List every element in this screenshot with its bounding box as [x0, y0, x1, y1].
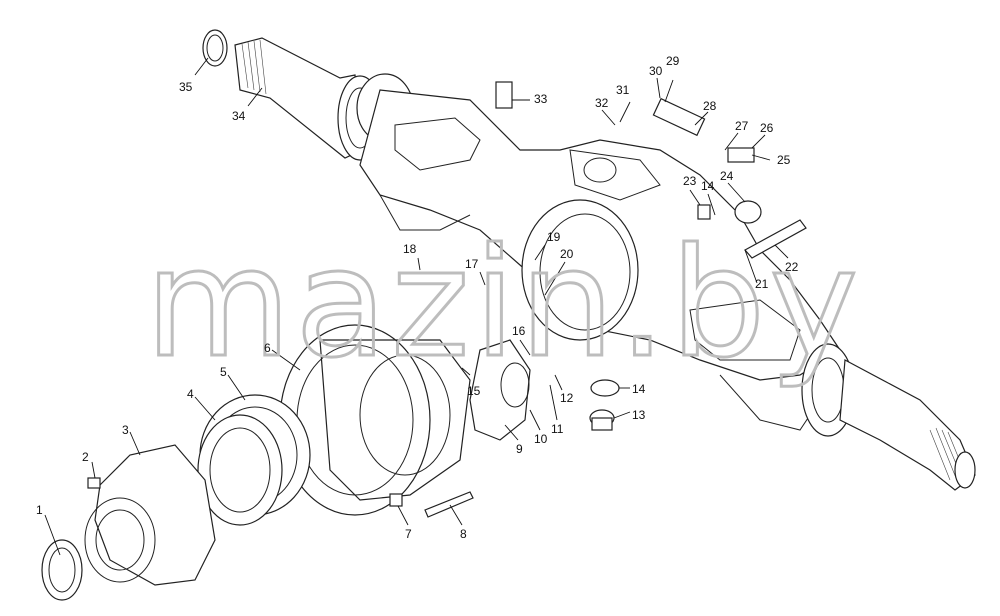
callout-7: 7: [405, 527, 412, 541]
callout-9: 9: [516, 442, 523, 456]
callout-33: 33: [534, 92, 548, 106]
callout-26: 26: [760, 121, 774, 135]
cover-3: [84, 444, 216, 586]
callout-16: 16: [512, 324, 526, 338]
breather-assembly: [495, 81, 807, 259]
callout-21: 21: [755, 277, 769, 291]
callout-12: 12: [560, 391, 574, 405]
callout-15: 15: [467, 384, 481, 398]
callout-1: 1: [36, 503, 43, 517]
callout-11: 11: [551, 422, 564, 436]
callout-2: 2: [82, 450, 89, 464]
callout-18: 18: [403, 242, 417, 256]
callout-13: 13: [632, 408, 646, 422]
callout-28: 28: [703, 99, 717, 113]
callout-17: 17: [465, 257, 479, 271]
callout-labels: 1 2 3 4 5 6 7 8 9 10 11 12 13 14 14 15 1…: [36, 54, 799, 541]
plug-13: [589, 409, 615, 431]
callout-34: 34: [232, 109, 246, 123]
callout-24: 24: [720, 169, 734, 183]
stud-8: [424, 491, 474, 518]
callout-22: 22: [785, 260, 799, 274]
callout-32: 32: [595, 96, 609, 110]
callout-23: 23: [683, 174, 697, 188]
bearing-cap-9: [469, 339, 531, 441]
nut-7: [389, 493, 403, 507]
snap-ring-35: [202, 29, 228, 67]
callout-20: 20: [560, 247, 574, 261]
flange-4: [197, 414, 283, 526]
callout-25: 25: [777, 153, 791, 167]
watermark: mazin.by: [145, 217, 862, 391]
callout-14-upper: 14: [701, 179, 715, 193]
callout-14-lower: 14: [632, 382, 646, 396]
callout-30: 30: [649, 64, 663, 78]
callout-29: 29: [666, 54, 680, 68]
bolt-2: [87, 477, 101, 489]
callout-3: 3: [122, 423, 129, 437]
right-axle-spindle: [801, 343, 976, 491]
leader-lines: [44, 57, 789, 556]
callout-19: 19: [547, 230, 561, 244]
callout-10: 10: [534, 432, 548, 446]
callout-6: 6: [264, 341, 271, 355]
seal-1: [41, 539, 83, 601]
callout-4: 4: [187, 387, 194, 401]
callout-35: 35: [179, 80, 193, 94]
axle-housing: [359, 89, 841, 431]
callout-8: 8: [460, 527, 467, 541]
callout-31: 31: [616, 83, 630, 97]
callout-27: 27: [735, 119, 749, 133]
callout-5: 5: [220, 365, 227, 379]
